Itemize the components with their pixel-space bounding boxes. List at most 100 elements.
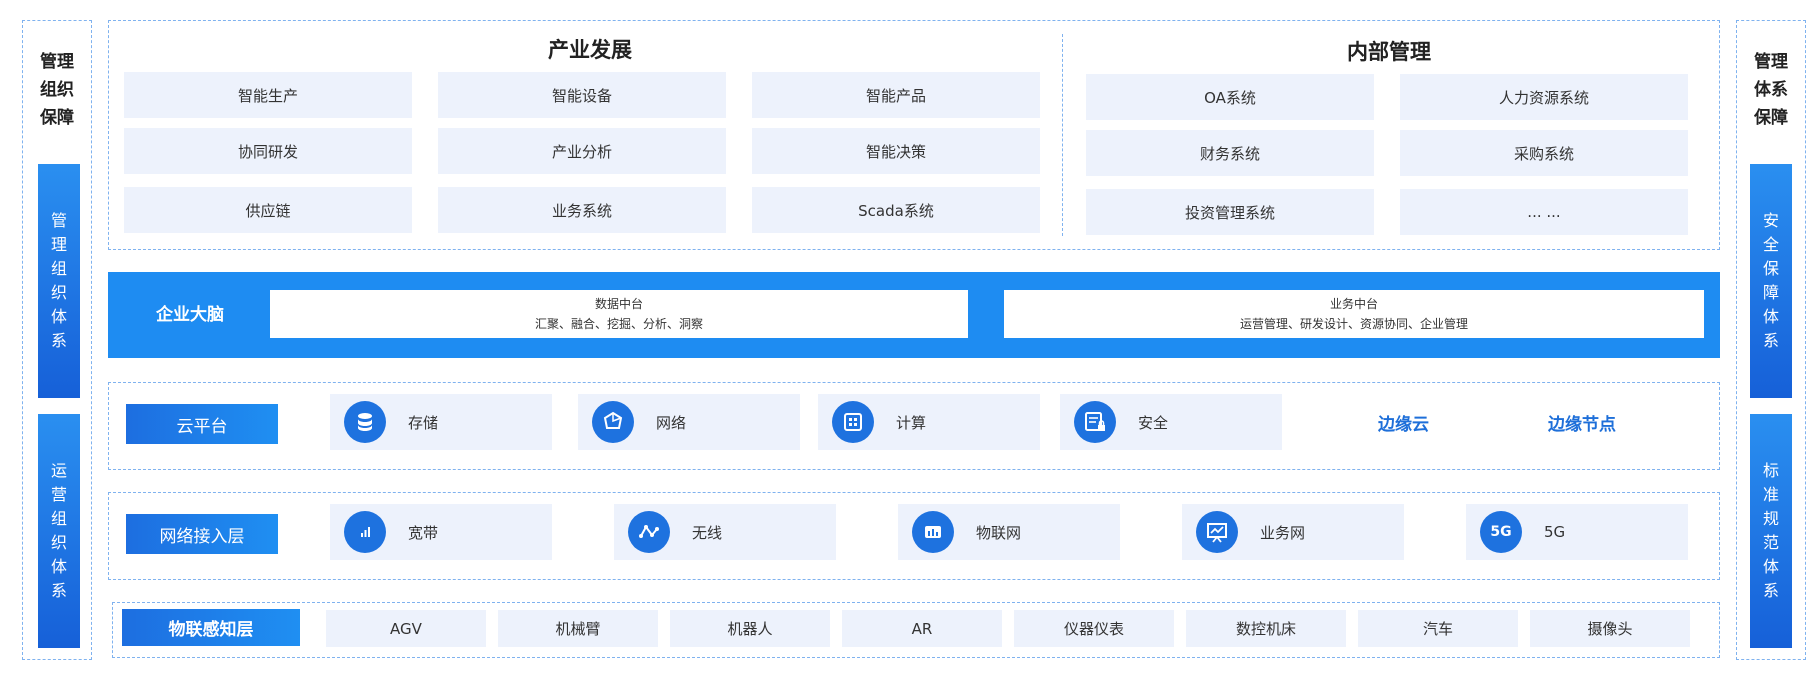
- internal-item[interactable]: 财务系统: [1086, 130, 1374, 176]
- network-item-label: 5G: [1544, 523, 1566, 541]
- bar-char: 组: [50, 509, 67, 528]
- edge-node-link[interactable]: 边缘节点: [1548, 415, 1616, 435]
- iot-icon: [912, 511, 954, 553]
- industry-item[interactable]: 供应链: [124, 187, 412, 233]
- iot-perception-label[interactable]: 物联感知层: [122, 609, 300, 646]
- network-item-broadband[interactable]: 宽带: [330, 504, 552, 560]
- edge-cloud-link[interactable]: 边缘云: [1378, 415, 1429, 435]
- industry-title: 产业发展: [548, 38, 632, 62]
- cloud-item-label: 网络: [656, 413, 687, 432]
- bar-char: 系: [1762, 581, 1779, 600]
- business-network-icon: [1196, 511, 1238, 553]
- bar-char: 营: [50, 485, 67, 504]
- internal-item[interactable]: 采购系统: [1400, 130, 1688, 176]
- data-middle-title: 数据中台: [594, 297, 643, 311]
- cloud-item-storage[interactable]: 存储: [330, 394, 552, 450]
- bar-char: 障: [1762, 283, 1779, 302]
- iot-device-item[interactable]: 机械臂: [498, 610, 658, 647]
- network-item-label: 宽带: [408, 523, 439, 542]
- compute-icon: [832, 401, 874, 443]
- management-org-system-bar[interactable]: 管 理 组 织 体 系: [38, 164, 80, 398]
- industry-item[interactable]: 智能设备: [438, 72, 726, 118]
- right-title-line: 管理: [1754, 52, 1788, 72]
- cloud-item-network[interactable]: 网络: [578, 394, 800, 450]
- industry-item[interactable]: Scada系统: [752, 187, 1040, 233]
- right-panel-title: 管理 体系 保障: [1736, 48, 1806, 132]
- cloud-platform-panel: [108, 382, 1720, 470]
- cloud-item-security[interactable]: 安全: [1060, 394, 1282, 450]
- standards-system-bar[interactable]: 标 准 规 范 体 系: [1750, 414, 1792, 648]
- internal-item[interactable]: 投资管理系统: [1086, 189, 1374, 235]
- industry-item[interactable]: 产业分析: [438, 128, 726, 174]
- network-item-label: 物联网: [976, 523, 1022, 542]
- section-divider: [1062, 34, 1063, 236]
- bar-char: 范: [1762, 533, 1779, 552]
- internal-item[interactable]: OA系统: [1086, 74, 1374, 120]
- wireless-icon: [628, 511, 670, 553]
- iot-perception-panel: [112, 602, 1720, 658]
- network-access-label[interactable]: 网络接入层: [126, 514, 278, 554]
- application-layer-panel: [108, 20, 1720, 250]
- 5g-icon-text: 5G: [1490, 524, 1512, 540]
- network-item-iot[interactable]: 物联网: [898, 504, 1120, 560]
- bar-char: 系: [1762, 331, 1779, 350]
- cloud-item-label: 安全: [1138, 413, 1169, 432]
- data-middle-platform[interactable]: 数据中台 汇聚、融合、挖掘、分析、洞察: [270, 290, 968, 338]
- iot-device-item[interactable]: 汽车: [1358, 610, 1518, 647]
- iot-device-item[interactable]: AR: [842, 610, 1002, 647]
- internal-item[interactable]: 人力资源系统: [1400, 74, 1688, 120]
- network-item-business[interactable]: 业务网: [1182, 504, 1404, 560]
- right-support-panel: [1736, 20, 1806, 660]
- iot-device-item[interactable]: 摄像头: [1530, 610, 1690, 647]
- security-system-bar[interactable]: 安 全 保 障 体 系: [1750, 164, 1792, 398]
- iot-device-item[interactable]: 机器人: [670, 610, 830, 647]
- 5g-icon: 5G: [1480, 511, 1522, 553]
- bar-char: 体: [1762, 557, 1779, 576]
- bar-char: 理: [50, 235, 67, 254]
- business-middle-desc: 运营管理、研发设计、资源协同、企业管理: [1239, 317, 1468, 331]
- bar-char: 运: [50, 461, 67, 480]
- bar-char: 全: [1762, 235, 1779, 254]
- industry-item[interactable]: 智能决策: [752, 128, 1040, 174]
- operation-org-system-bar[interactable]: 运 营 组 织 体 系: [38, 414, 80, 648]
- cloud-item-label: 计算: [896, 413, 927, 432]
- network-item-label: 无线: [692, 523, 723, 542]
- left-title-line: 管理: [40, 52, 74, 72]
- storage-icon: [344, 401, 386, 443]
- bar-char: 准: [1762, 485, 1779, 504]
- left-support-panel: [22, 20, 92, 660]
- data-middle-desc: 汇聚、融合、挖掘、分析、洞察: [534, 317, 703, 331]
- right-title-line: 保障: [1754, 108, 1788, 128]
- bar-char: 安: [1762, 211, 1779, 230]
- business-middle-platform[interactable]: 业务中台 运营管理、研发设计、资源协同、企业管理: [1004, 290, 1704, 338]
- left-title-line: 保障: [40, 108, 74, 128]
- internal-item[interactable]: ... ...: [1400, 189, 1688, 235]
- left-panel-title: 管理 组织 保障: [22, 48, 92, 132]
- network-item-5g[interactable]: 5G 5G: [1466, 504, 1688, 560]
- industry-item[interactable]: 智能生产: [124, 72, 412, 118]
- right-title-line: 体系: [1754, 80, 1788, 100]
- bar-char: 标: [1762, 461, 1779, 480]
- iot-device-item[interactable]: 数控机床: [1186, 610, 1346, 647]
- iot-device-item[interactable]: AGV: [326, 610, 486, 647]
- bar-char: 体: [1762, 307, 1779, 326]
- left-title-line: 组织: [40, 80, 74, 100]
- bar-char: 系: [50, 581, 67, 600]
- network-item-wireless[interactable]: 无线: [614, 504, 836, 560]
- bar-char: 织: [50, 533, 67, 552]
- iot-device-item[interactable]: 仪器仪表: [1014, 610, 1174, 647]
- network-item-label: 业务网: [1260, 523, 1306, 542]
- bar-char: 组: [50, 259, 67, 278]
- cloud-item-compute[interactable]: 计算: [818, 394, 1040, 450]
- bar-char: 织: [50, 283, 67, 302]
- cloud-platform-label[interactable]: 云平台: [126, 404, 278, 444]
- business-middle-title: 业务中台: [1329, 297, 1378, 311]
- network-access-panel: [108, 492, 1720, 580]
- internal-title: 内部管理: [1347, 40, 1431, 64]
- industry-item[interactable]: 智能产品: [752, 72, 1040, 118]
- bar-char: 体: [50, 307, 67, 326]
- bar-char: 系: [50, 331, 67, 350]
- cloud-item-label: 存储: [408, 413, 439, 432]
- industry-item[interactable]: 协同研发: [124, 128, 412, 174]
- industry-item[interactable]: 业务系统: [438, 187, 726, 233]
